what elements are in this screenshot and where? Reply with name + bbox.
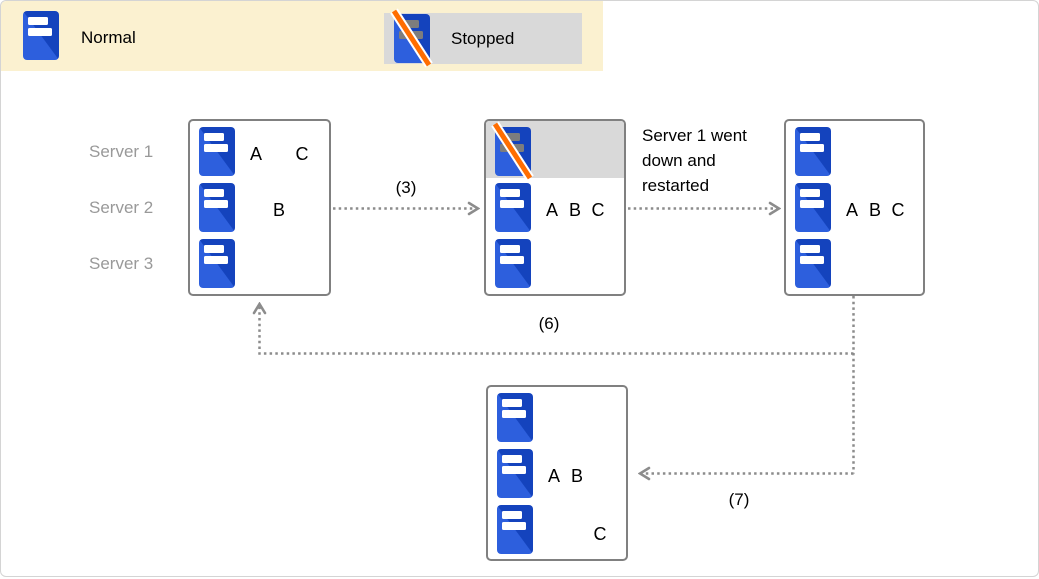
state-initial-box: A C B [188,119,331,296]
legend-bar: Normal Stopped [1,1,603,71]
server-normal-icon [795,127,831,176]
server-bar [204,200,228,208]
server-bar [500,245,520,253]
row-label-server2: Server 2 [89,198,154,217]
server-bar [800,256,824,264]
server-normal-icon [199,127,235,176]
app-letter: B [570,466,583,486]
server-bar [800,133,820,141]
server-normal-icon [497,449,533,498]
arrow-label-6: (6) [538,314,560,333]
server-normal-icon [495,239,531,288]
server-bar [204,144,228,152]
server-bar [28,17,48,25]
row-label-server3: Server 3 [89,254,154,273]
server-bar [800,245,820,253]
server-bar [204,133,224,141]
server-bar [502,399,522,407]
legend-stopped-label: Stopped [451,29,515,48]
server-bar [500,200,524,208]
app-letter: C [891,200,905,220]
stop-slash-icon [491,121,534,181]
app-letter: A [249,144,262,164]
server-bar [502,466,526,474]
stop-slash-icon [390,8,433,68]
server-bar [502,511,522,519]
app-letter: B [272,200,285,220]
server-normal-icon [495,183,531,232]
legend-normal-label: Normal [81,28,136,47]
server-normal-icon [23,11,59,60]
state-failover-box: A B C [484,119,626,296]
app-letter: B [568,200,581,220]
server-bar [502,455,522,463]
app-letter: C [591,200,605,220]
server-normal-icon [497,505,533,554]
arrow-label-3: (3) [395,178,417,197]
server-bar [502,522,526,530]
server-normal-icon [199,239,235,288]
server-bar [204,256,228,264]
app-letter: A [545,200,558,220]
arrow-label-7: (7) [728,490,750,509]
server-bar [800,144,824,152]
annotation-text: Server 1 went down and restarted [642,126,747,195]
server-bar [399,20,419,28]
state-restarted-box: A B C [784,119,925,296]
server-normal-icon [199,183,235,232]
server-bar [204,189,224,197]
server-bar [500,189,520,197]
server-stopped-icon [390,8,433,68]
server-bar [204,245,224,253]
server-normal-icon [795,183,831,232]
legend-stopped-swatch: Stopped [384,8,582,68]
app-letter: A [845,200,858,220]
server-bar [500,256,524,264]
server-bar [800,200,824,208]
server-stopped-icon [491,121,534,181]
state-rebalanced-box: A B C [486,385,628,561]
server-normal-icon [795,239,831,288]
server-bar [28,28,52,36]
app-letter: A [547,466,560,486]
server-bar [500,133,520,141]
row-label-server1: Server 1 [89,142,154,161]
app-letter: C [295,144,309,164]
server-bar [800,189,820,197]
server-normal-icon [497,393,533,442]
app-letter: C [593,524,607,544]
app-letter: B [868,200,881,220]
server-bar [502,410,526,418]
